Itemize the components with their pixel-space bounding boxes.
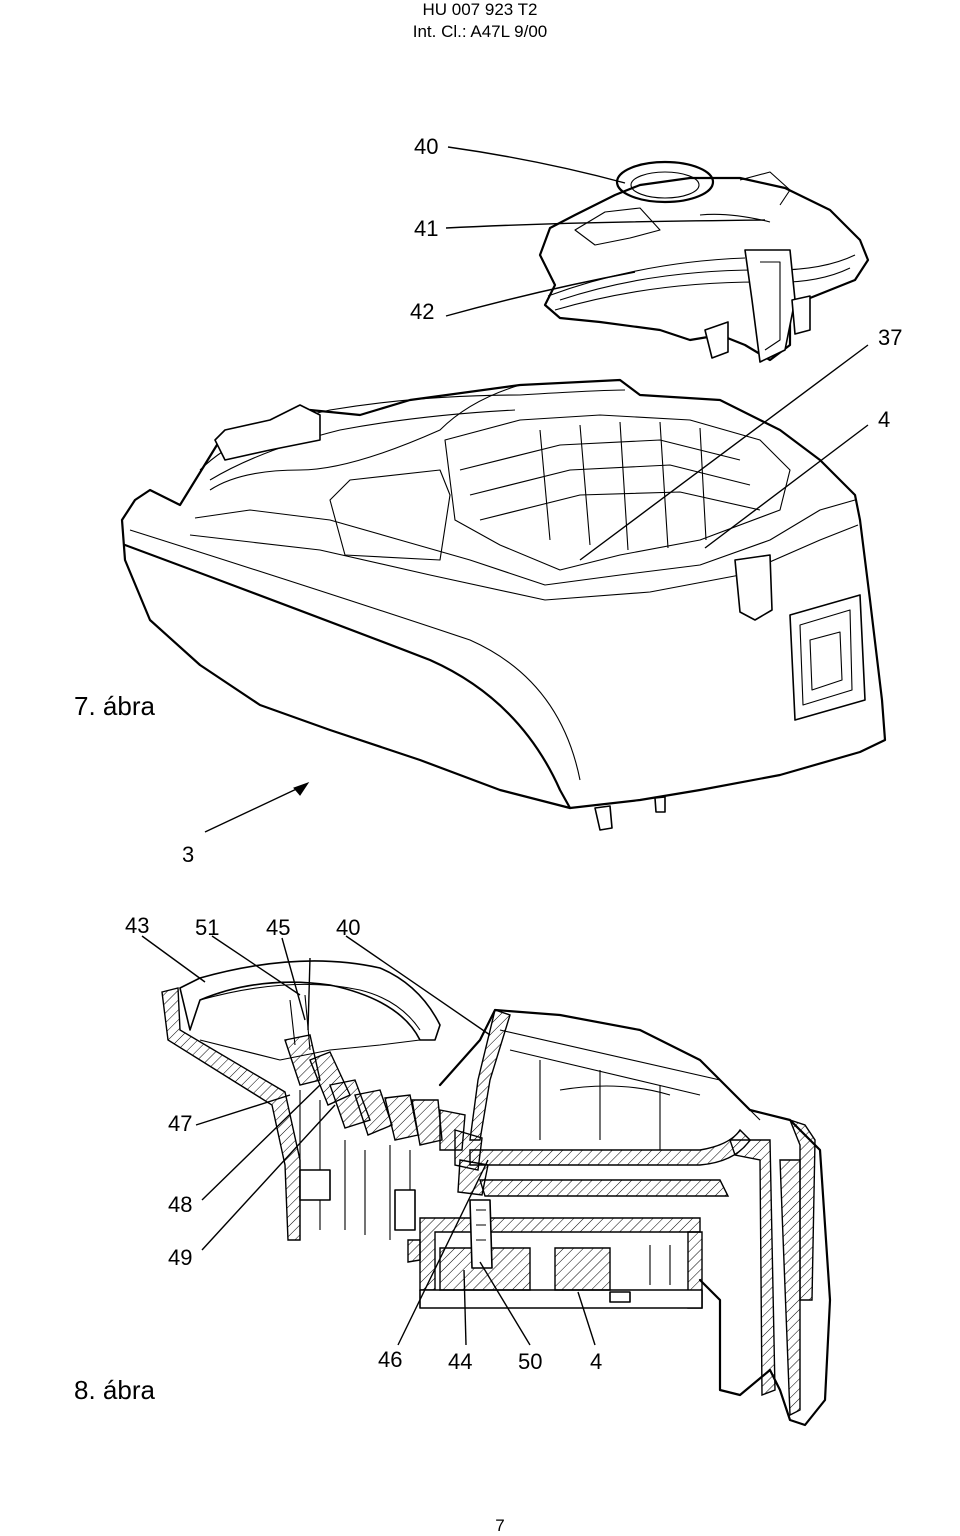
figure-7-leader-lines	[204, 146, 869, 833]
label-47: 47	[168, 1111, 193, 1136]
label-42: 42	[410, 299, 435, 324]
figure-7-caption: 7. ábra	[74, 691, 155, 721]
label-4-fig7: 4	[878, 407, 891, 432]
page-number: 7	[495, 1516, 505, 1535]
label-40-fig8: 40	[336, 915, 361, 940]
label-48: 48	[168, 1192, 193, 1217]
label-40-fig7: 40	[414, 134, 439, 159]
label-41: 41	[414, 216, 439, 241]
lid-assembly	[538, 160, 870, 363]
label-50: 50	[518, 1349, 543, 1374]
figure-8-drawing	[141, 935, 832, 1427]
label-37: 37	[878, 325, 903, 350]
base-body	[120, 378, 887, 831]
patent-number: HU 007 923 T2	[422, 0, 538, 19]
label-51: 51	[195, 915, 220, 940]
label-44: 44	[448, 1349, 473, 1374]
label-45: 45	[266, 915, 291, 940]
figure-8-caption: 8. ábra	[74, 1375, 155, 1405]
classification: Int. Cl.: A47L 9/00	[412, 22, 548, 41]
impeller-blades	[284, 1034, 489, 1196]
label-3: 3	[182, 842, 195, 867]
label-4-fig8: 4	[590, 1349, 603, 1374]
label-46: 46	[378, 1347, 403, 1372]
figure-7-drawing	[120, 146, 887, 833]
figure-8-leader-lines	[141, 935, 596, 1346]
label-43: 43	[125, 913, 150, 938]
label-49: 49	[168, 1245, 193, 1270]
